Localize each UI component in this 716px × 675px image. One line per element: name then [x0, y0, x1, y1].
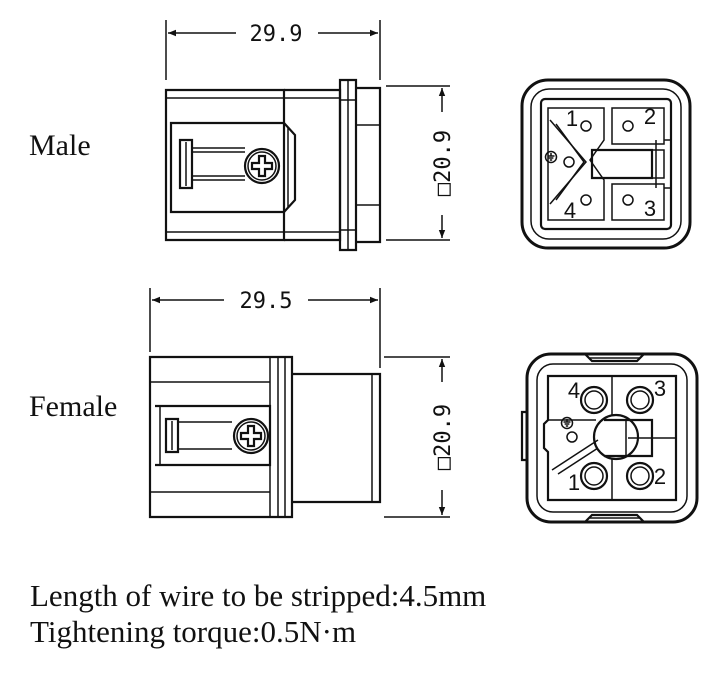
male-pin-1: 1 — [566, 106, 578, 131]
female-label: Female — [29, 390, 117, 423]
strip-length-note: Length of wire to be stripped:4.5mm — [30, 578, 487, 613]
female-front-view: 4 3 1 2 — [520, 352, 699, 524]
male-side-view — [164, 78, 382, 252]
female-pin-2: 2 — [654, 464, 666, 489]
male-pin-3: 3 — [644, 196, 656, 221]
male-length-dimension: 29.9 — [165, 20, 381, 80]
male-width-dimension: □20.9 — [386, 85, 456, 241]
male-front-view: 1 2 3 4 — [520, 78, 692, 250]
female-side-view — [148, 355, 382, 519]
female-pin-3: 3 — [654, 376, 666, 401]
male-label: Male — [29, 129, 91, 162]
female-width-value: □20.9 — [431, 404, 456, 470]
female-pin-4: 4 — [568, 378, 580, 403]
male-width-value: □20.9 — [431, 130, 456, 196]
female-length-value: 29.5 — [240, 289, 293, 314]
female-pin-1: 1 — [568, 470, 580, 495]
torque-note: Tightening torque:0.5N·m — [30, 614, 357, 649]
male-pin-4: 4 — [564, 198, 576, 223]
male-pin-2: 2 — [644, 104, 656, 129]
female-length-dimension: 29.5 — [149, 288, 381, 368]
female-width-dimension: □20.9 — [384, 356, 456, 518]
male-length-value: 29.9 — [250, 22, 303, 47]
